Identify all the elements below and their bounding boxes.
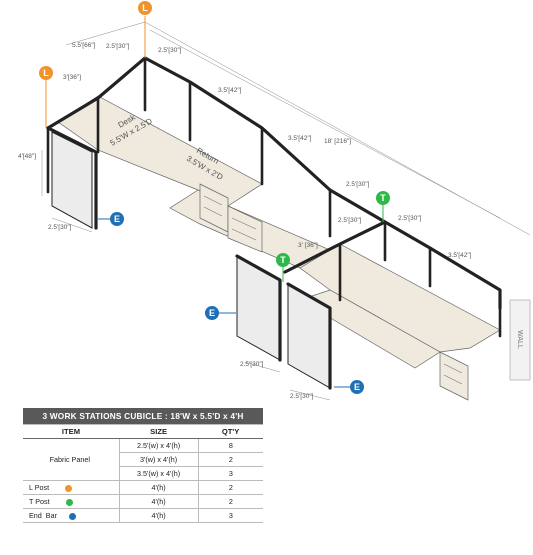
end-bar-size: 4'(h) [119,508,199,523]
table-row: L Post 4'(h) 2 [23,480,263,495]
dim-top-panel-b: 2.5'[30"] [158,47,182,54]
l-post-marker-top: L [138,1,152,15]
fabric-panel-size: 2.5'(w) x 4'(h) [119,438,199,453]
wall [509,299,531,381]
svg-text:L: L [43,68,49,78]
dim-overall-length: 18' [216"] [324,138,351,145]
header-item: ITEM [23,424,119,439]
end-bar-marker-1: E [110,212,124,226]
wall-label: WALL [516,330,523,349]
fabric-panel-size: 3.5'(w) x 4'(h) [119,466,199,481]
l-post-label: L Post [29,483,50,492]
end-panel-2 [236,255,281,361]
l-post-dot-icon [65,484,73,492]
dim-mid-panel-c: 2.5'[30"] [398,215,422,222]
svg-text:E: E [354,382,360,392]
header-size: SIZE [119,424,199,439]
t-post-qty: 2 [198,494,263,509]
dim-height: 4'[48"] [18,153,36,160]
svg-text:T: T [380,193,386,203]
panel-frame-run-1 [46,56,502,338]
table-row: Fabric Panel 2.5'(w) x 4'(h) 8 [23,438,263,481]
svg-text:T: T [280,255,286,265]
pedestal-2 [227,205,263,253]
end-bar-dot-icon [68,512,76,520]
table-row: T Post 4'(h) 2 [23,494,263,509]
cubicle-diagram: WALL Desk 5.5'W x 2.5'D Return 3.5'W x 2… [18,1,531,401]
dimension-lines [41,21,531,401]
fabric-panel-label: Fabric Panel [23,438,120,481]
l-post-marker-left: L [39,66,53,80]
end-bar-label: End Bar [29,511,57,520]
dim-end-long: 3.5'[42"] [448,252,472,259]
table-title: 3 WORK STATIONS CUBICLE : 18'W x 5.5'D x… [23,408,263,425]
dim-mid-panel-a: 2.5'[30"] [346,181,370,188]
dim-mid-panel-b: 2.5'[30"] [338,217,362,224]
dim-front-end-a: 2.5'[30"] [48,224,72,231]
dim-middle-return: 3' [36"] [298,242,318,249]
parts-table: 3 WORK STATIONS CUBICLE : 18'W x 5.5'D x… [23,408,263,523]
fabric-panel-qty: 8 [198,438,263,453]
dim-long-side-b: 3.5'[42"] [288,135,312,142]
dim-long-side-a: 3.5'[42"] [218,87,242,94]
end-bar-marker-2: E [205,306,219,320]
table-row: 3'(w) x 4'(h) 2 [23,452,263,467]
t-post-label: T Post [29,497,50,506]
fabric-panel-qty: 2 [198,452,263,467]
fabric-panel-qty: 3 [198,466,263,481]
l-post-size: 4'(h) [119,480,199,495]
table-row: 3.5'(w) x 4'(h) 3 [23,466,263,481]
pedestal-3 [439,351,469,401]
fabric-panel-size: 3'(w) x 4'(h) [119,452,199,467]
dim-overall-depth: 5.5'[66"] [72,42,96,49]
panel-frame-run-2 [283,220,387,302]
svg-text:E: E [209,308,215,318]
svg-text:E: E [114,214,120,224]
t-post-marker-2: T [276,253,290,267]
t-post-size: 4'(h) [119,494,199,509]
table-row: End Bar 4'(h) 3 [23,508,263,523]
end-panel-1 [51,131,93,229]
l-post-qty: 2 [198,480,263,495]
t-post-marker-1: T [376,191,390,205]
end-bar-qty: 3 [198,508,263,523]
dim-front-end-b: 2.5'[30"] [240,361,264,368]
dim-side-return: 3'[36"] [63,74,81,81]
dim-front-end-c: 2.5'[30"] [290,393,314,400]
end-bar-marker-3: E [350,380,364,394]
dim-top-panel-a: 2.5'[30"] [106,43,130,50]
t-post-dot-icon [65,498,73,506]
parts-table-block: 3 WORK STATIONS CUBICLE : 18'W x 5.5'D x… [23,408,263,523]
svg-text:L: L [142,3,148,13]
header-qty: QT'Y [198,424,263,439]
